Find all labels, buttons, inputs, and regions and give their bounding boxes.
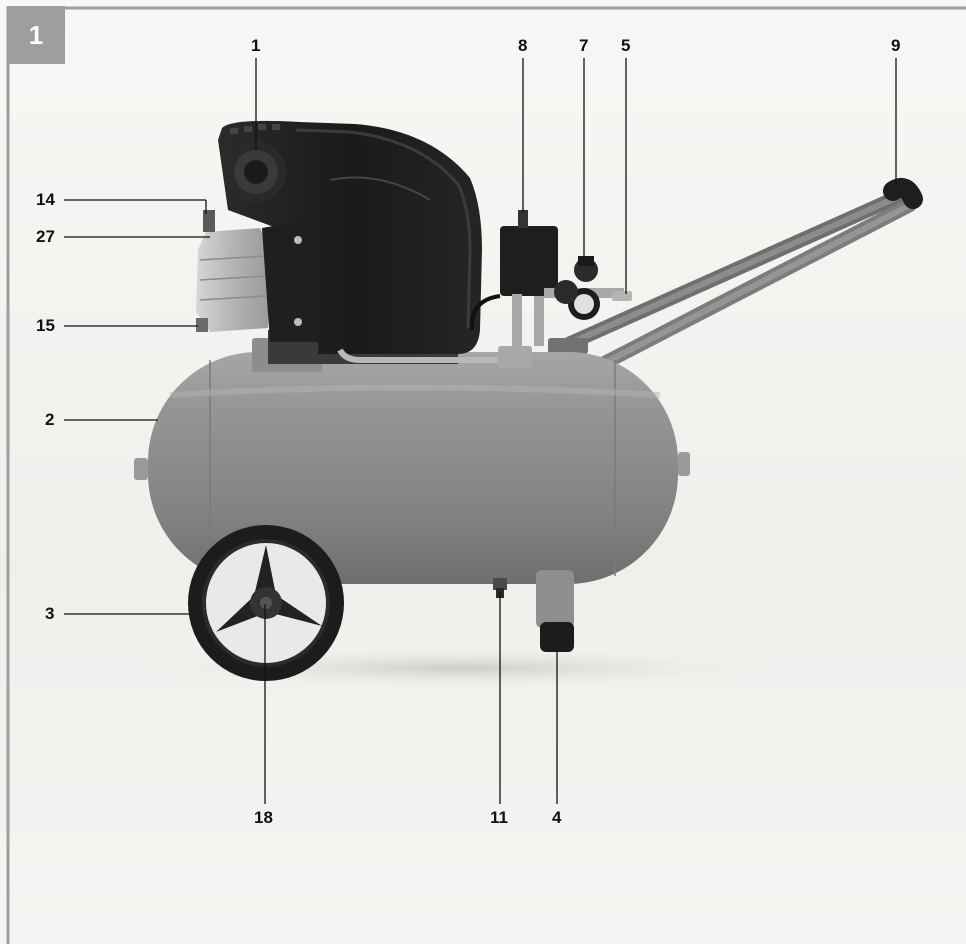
screw — [294, 236, 302, 244]
figure-number-badge: 1 — [7, 6, 65, 64]
pressure-regulator — [544, 256, 632, 320]
pressure-switch — [469, 210, 558, 346]
cylinder-head — [196, 210, 270, 332]
pressure-pipe — [337, 348, 522, 363]
callout-1: 1 — [251, 36, 261, 55]
callout-3: 3 — [45, 604, 55, 623]
callout-11: 11 — [490, 808, 508, 827]
wheel — [188, 525, 344, 681]
callout-9: 9 — [891, 36, 901, 55]
callout-27: 27 — [36, 227, 55, 246]
handle-bracket-upper — [548, 338, 588, 354]
callout-18: 18 — [254, 808, 273, 827]
pressure-tank — [134, 352, 690, 584]
transport-handle — [548, 177, 923, 393]
check-valve — [498, 346, 532, 368]
callout-8: 8 — [518, 36, 528, 55]
callout-14: 14 — [36, 190, 55, 209]
side-plate — [262, 218, 318, 342]
screw — [294, 318, 302, 326]
callout-4: 4 — [552, 808, 562, 827]
callout-5: 5 — [621, 36, 631, 55]
support-foot — [536, 570, 574, 652]
callout-7: 7 — [579, 36, 589, 55]
callout-15: 15 — [36, 316, 55, 335]
figure-border — [6, 6, 966, 944]
callout-2: 2 — [45, 410, 55, 429]
